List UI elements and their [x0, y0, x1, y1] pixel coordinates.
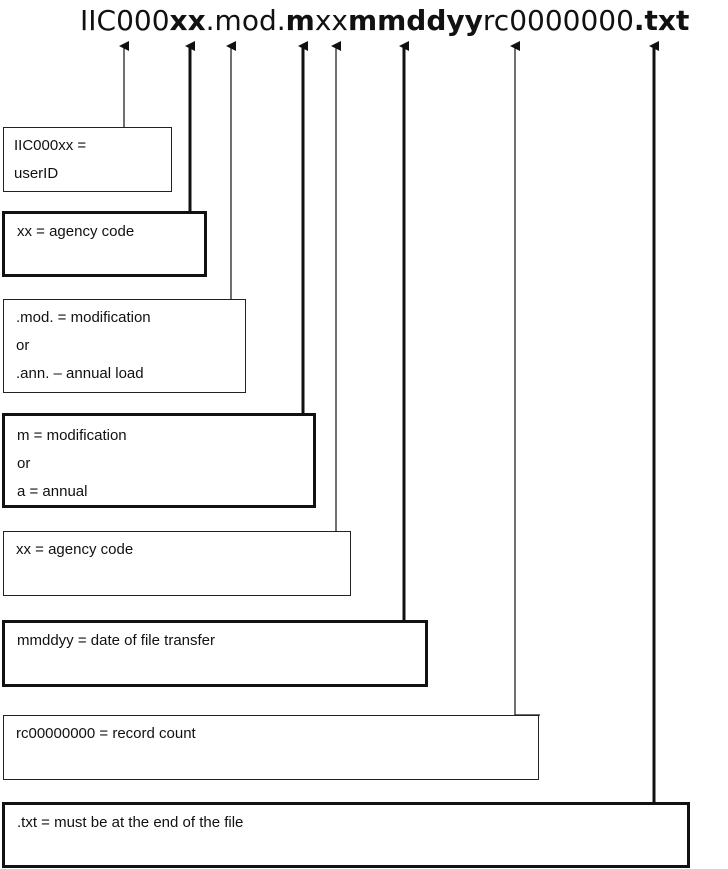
box-line: or: [16, 337, 30, 354]
seg-mod: .mod.: [205, 4, 286, 37]
filename-pattern: IIC000xx.mod.mxxmmddyyrc0000000.txt: [80, 2, 689, 40]
box-modification-ext: .mod. = modification or .ann. – annual l…: [3, 299, 246, 393]
box-line: xx = agency code: [16, 541, 134, 558]
seg-date: mmddyy: [347, 4, 483, 37]
seg-agency-code: xx: [169, 4, 206, 37]
seg-agency-code-2: xx: [314, 4, 348, 37]
box-line: .mod. = modification: [16, 309, 151, 326]
box-line: .txt = must be at the end of the file: [17, 814, 244, 831]
box-line: mmddyy = date of file transfer: [17, 632, 216, 649]
box-line: userID: [14, 165, 59, 182]
box-line: a = annual: [17, 483, 88, 500]
box-line: xx = agency code: [17, 223, 135, 240]
box-userid: IIC000xx = userID: [3, 127, 172, 192]
seg-extension: .txt: [633, 4, 690, 37]
box-agency-code-2: xx = agency code: [3, 531, 351, 596]
box-line: rc00000000 = record count: [16, 725, 196, 742]
box-date: mmddyy = date of file transfer: [2, 620, 428, 687]
box-record-count: rc00000000 = record count: [3, 715, 539, 780]
box-mod-or-annual: m = modification or a = annual: [2, 413, 316, 508]
arrow-record-count: [510, 41, 540, 716]
box-line: .ann. – annual load: [16, 365, 144, 382]
box-txt: .txt = must be at the end of the file: [2, 802, 690, 868]
seg-userid-prefix: IIC000: [80, 4, 170, 37]
box-line: IIC000xx =: [14, 137, 87, 154]
seg-record-count: rc0000000: [482, 4, 634, 37]
seg-m: m: [285, 4, 315, 37]
box-line: or: [17, 455, 31, 472]
box-agency-code-1: xx = agency code: [2, 211, 207, 277]
box-line: m = modification: [17, 427, 127, 444]
